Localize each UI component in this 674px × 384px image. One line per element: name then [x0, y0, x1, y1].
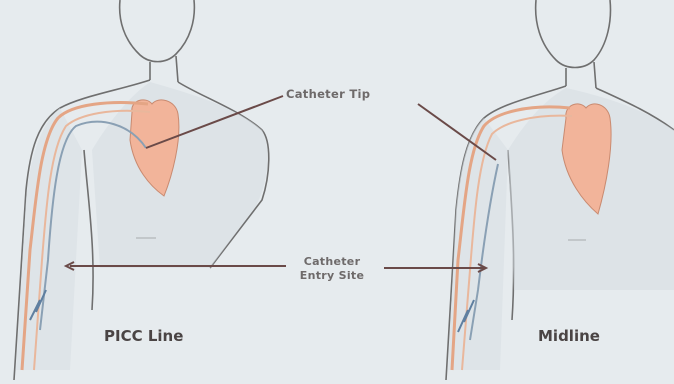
midline-neck	[566, 62, 596, 88]
midline-arm-shade	[448, 118, 508, 370]
picc-head	[120, 0, 195, 62]
entry-label-line2: Entry Site	[290, 269, 374, 283]
picc-torso-shade	[92, 82, 268, 268]
midline-title: Midline	[538, 327, 600, 345]
picc-line-title: PICC Line	[104, 327, 183, 345]
catheter-entry-site-label: Catheter Entry Site	[290, 255, 374, 283]
midline-head	[536, 0, 611, 68]
picc-neck	[150, 56, 178, 82]
catheter-tip-label: Catheter Tip	[286, 87, 370, 101]
entry-label-line1: Catheter	[290, 255, 374, 269]
picc-torso-side	[84, 150, 93, 310]
